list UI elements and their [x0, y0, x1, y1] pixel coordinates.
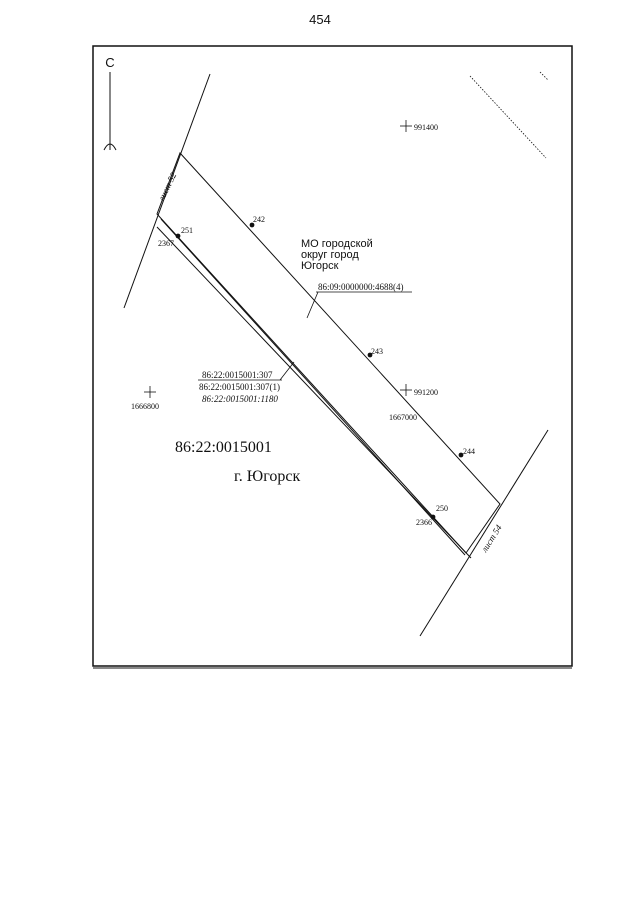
dashed-boundary-line [469, 75, 547, 159]
municipality-line-3: Югорск [301, 260, 339, 272]
grid-label-991400: 991400 [414, 123, 438, 132]
grid-label-1666800: 1666800 [131, 402, 159, 411]
municipality-cadastral-number: 86:09:0000000:4688(4) [318, 282, 404, 292]
municipality-line-1: МО городской [301, 238, 373, 250]
sheet-52-boundary-line [123, 73, 211, 309]
sheet-54-boundary-line [419, 429, 549, 637]
point-243 [367, 352, 373, 358]
sheet-52-label: лист 52 [156, 170, 179, 203]
boundary-points [175, 222, 464, 520]
city-label: г. Югорск [234, 468, 300, 485]
parcel-leader-line [279, 361, 295, 381]
label-point-2367: 2367 [158, 239, 174, 248]
label-point-244: 244 [463, 447, 475, 456]
point-251 [175, 233, 181, 239]
label-point-250: 250 [436, 504, 448, 513]
page-number: 454 [309, 12, 331, 27]
map-frame [92, 45, 573, 667]
label-point-251: 251 [181, 226, 193, 235]
municipal-strip-polygon [156, 152, 501, 554]
municipality-leader-line [306, 291, 319, 319]
sheet-54-label: лист 54 [479, 523, 504, 555]
dashed-boundary-tick [539, 71, 549, 81]
road-parcel-line-inner [156, 226, 472, 559]
grid-label-991200: 991200 [414, 388, 438, 397]
label-point-2366: 2366 [416, 518, 432, 527]
north-letter: С [105, 55, 114, 70]
point-242 [249, 222, 255, 228]
label-point-242: 242 [253, 215, 265, 224]
municipality-line-2: округ город [301, 249, 359, 261]
parcel-label-1: 86:22:0015001:307 [202, 370, 273, 380]
grid-label-1667000: 1667000 [389, 413, 417, 422]
north-arrow: С [103, 55, 117, 151]
label-point-243: 243 [371, 347, 383, 356]
point-250 [430, 514, 436, 520]
cadastral-quarter-label: 86:22:0015001 [175, 439, 272, 456]
grid-cross-marks [144, 120, 412, 398]
parcel-label-2: 86:22:0015001:307(1) [199, 382, 280, 392]
point-244 [458, 452, 464, 458]
road-parcel-line-outer [160, 218, 466, 556]
parcel-label-3: 86:22:0015001:1180 [202, 394, 278, 404]
